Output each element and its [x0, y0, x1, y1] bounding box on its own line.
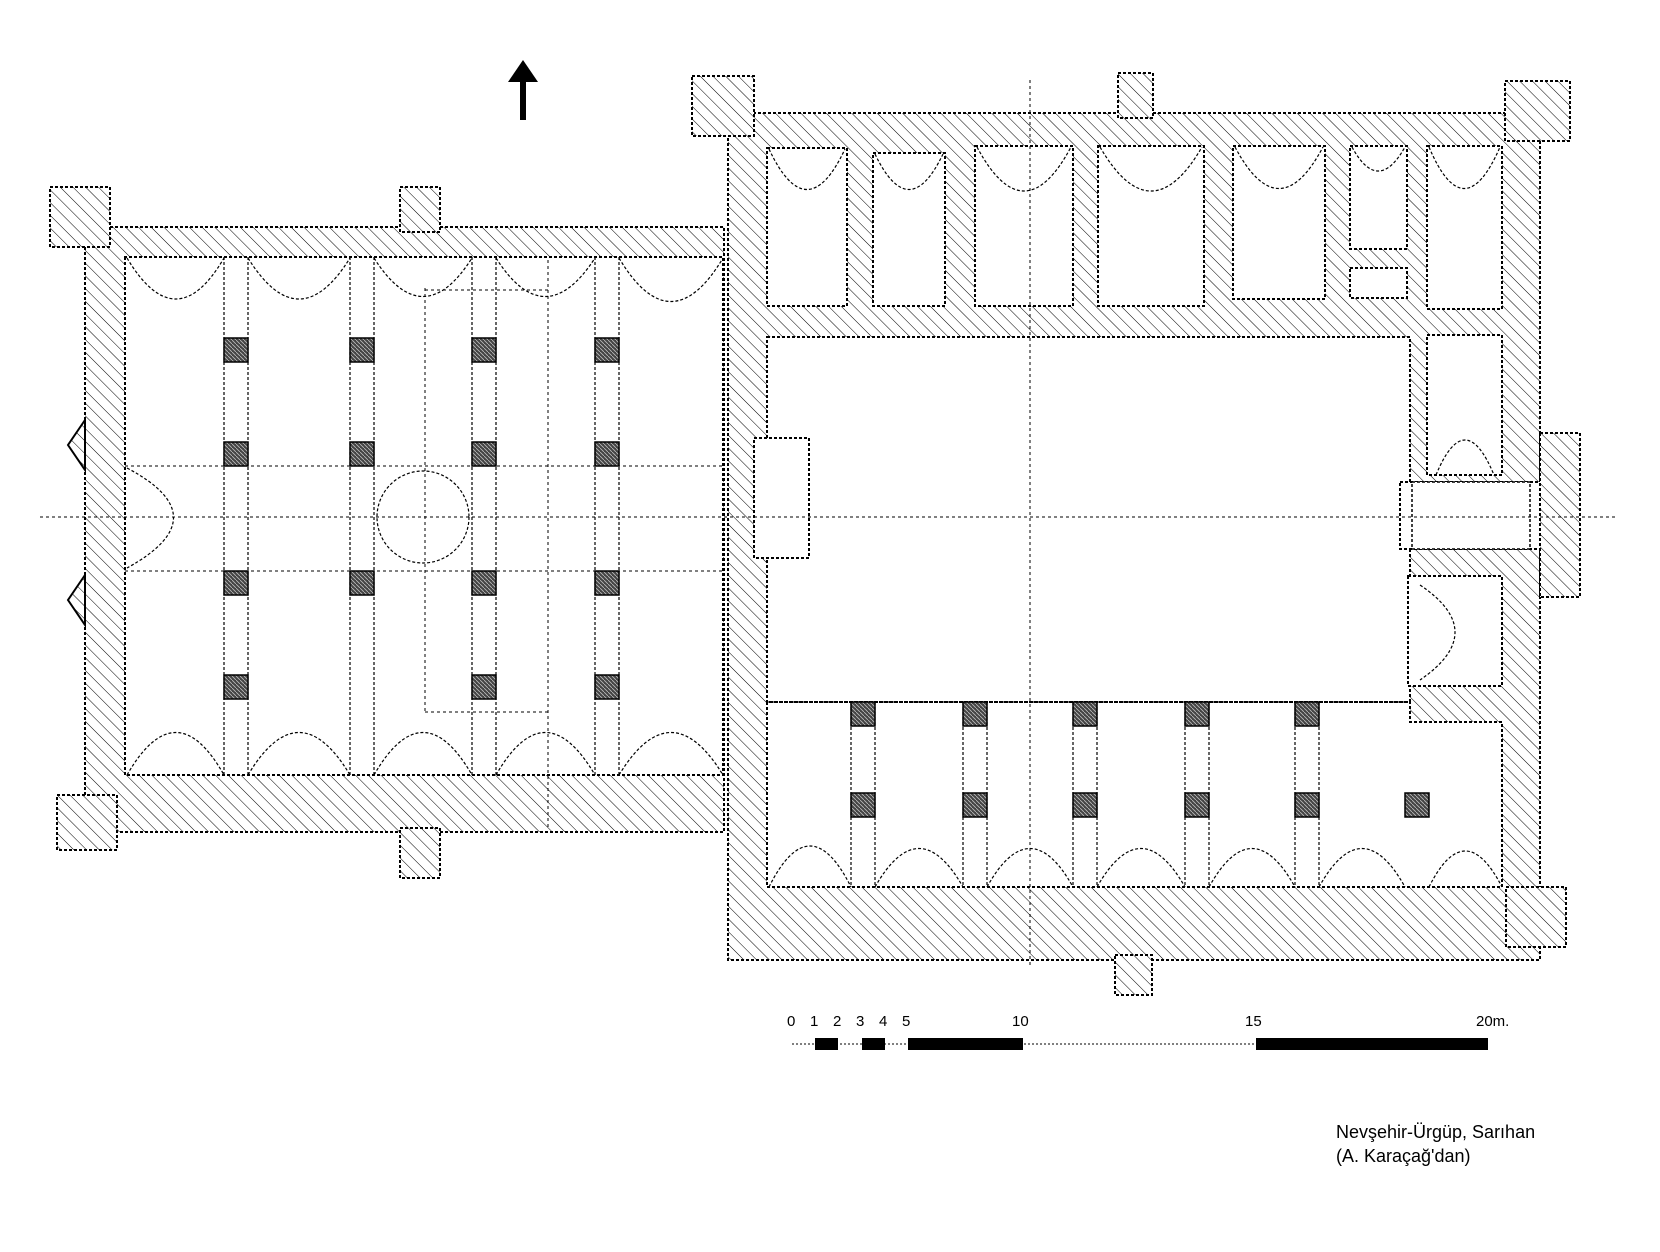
scale-label-4: 4	[879, 1013, 888, 1030]
courtyard-building-walls	[691, 72, 1581, 996]
north-cell-vaults	[768, 146, 1501, 681]
west-hall-vaults	[126, 257, 724, 776]
scale-label-20m: 20m.	[1476, 1013, 1510, 1030]
west-hall-arcades	[223, 257, 620, 775]
south-arcade-piers	[850, 701, 1430, 818]
scale-label-2: 2	[833, 1013, 842, 1030]
west-hall-piers	[223, 337, 620, 700]
west-hall-walls	[49, 186, 725, 879]
scale-label-10: 10	[1012, 1013, 1029, 1030]
caption-title: Nevşehir-Ürgüp, Sarıhan	[1336, 1122, 1536, 1142]
caption-source: (A. Karaçağ'dan)	[1336, 1146, 1471, 1166]
south-arcade-lines	[768, 702, 1503, 888]
scale-bar	[792, 1038, 1488, 1050]
scale-label-5: 5	[902, 1013, 911, 1030]
scale-label-1: 1	[810, 1013, 819, 1030]
scale-label-0: 0	[787, 1013, 796, 1030]
scale-label-15: 15	[1245, 1013, 1262, 1030]
north-arrow-icon	[508, 60, 538, 120]
scale-label-3: 3	[856, 1013, 865, 1030]
